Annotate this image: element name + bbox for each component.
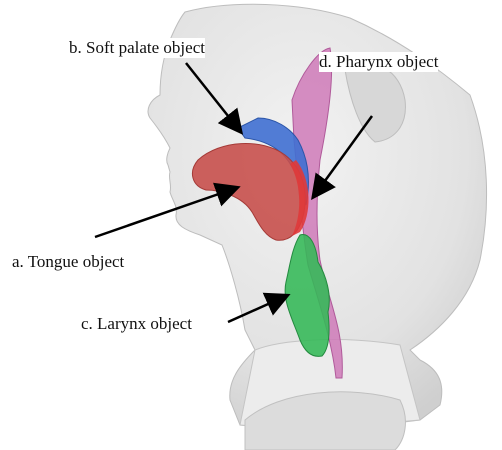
pharynx-label: d. Pharynx object [319, 52, 438, 72]
larynx-label: c. Larynx object [81, 314, 192, 334]
soft-palate-label: b. Soft palate object [69, 38, 205, 58]
tongue-label: a. Tongue object [12, 252, 124, 272]
